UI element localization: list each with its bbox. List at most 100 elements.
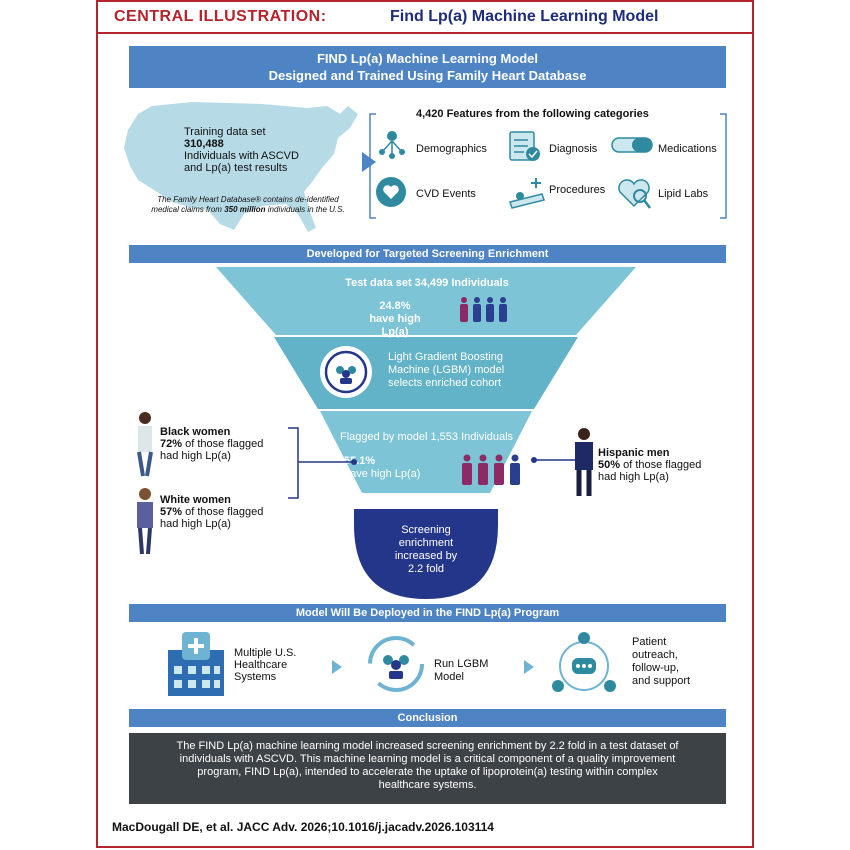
- illustration-frame: CENTRAL ILLUSTRATION: Find Lp(a) Machine…: [96, 0, 754, 848]
- test-set-pct: 24.8%: [379, 300, 411, 312]
- lgbm-line2: Machine (LGBM) model: [388, 364, 505, 376]
- black-women-callout: Black women 72% of those flagged had hig…: [160, 426, 263, 462]
- deploy-step1-line2: Healthcare: [234, 659, 288, 671]
- us-map-icon: [124, 102, 358, 232]
- enrichment-line3: increased by: [394, 550, 458, 562]
- test-set-pct-label: have high Lp(a): [369, 313, 421, 338]
- title-divider: [98, 32, 752, 34]
- black-women-line1: 72% of those flagged: [160, 438, 263, 450]
- database-note-bold: 350 million: [224, 205, 266, 214]
- enrichment-line1: Screening: [401, 524, 451, 536]
- chevron-right-icon: [332, 660, 342, 674]
- category-medications: Medications: [658, 143, 717, 155]
- lgbm-model-icon: [320, 346, 372, 398]
- lgbm-model-text: Light Gradient Boosting Machine (LGBM) m…: [388, 351, 504, 390]
- hispanic-men-callout: Hispanic men 50% of those flagged had hi…: [598, 447, 701, 483]
- white-women-title: White women: [160, 494, 231, 506]
- category-diagnosis: Diagnosis: [549, 143, 598, 155]
- central-illustration-title: Find Lp(a) Machine Learning Model: [390, 8, 659, 25]
- category-lipid-labs: Lipid Labs: [658, 188, 709, 200]
- right-connector: [531, 457, 576, 463]
- category-procedures: Procedures: [549, 184, 606, 196]
- black-women-pct: 72%: [160, 438, 183, 450]
- database-note-line2: medical claims from 350 million individu…: [128, 205, 368, 215]
- conclusion-line2: individuals with ASCVD. This machine lea…: [179, 753, 676, 765]
- deploy-step2-line1: Run LGBM: [434, 658, 489, 670]
- white-women-line2: had high Lp(a): [160, 518, 231, 530]
- us-map-shape: [124, 102, 358, 232]
- conclusion-banner: Conclusion: [129, 709, 726, 727]
- citation: MacDougall DE, et al. JACC Adv. 2026;10.…: [112, 820, 494, 834]
- procedures-icon: [509, 178, 545, 209]
- top-banner-line2: Designed and Trained Using Family Heart …: [268, 68, 587, 83]
- black-woman-figure: [137, 412, 153, 477]
- diagnosis-icon: [509, 131, 540, 161]
- deploy-step1-line1: Multiple U.S.: [234, 647, 297, 659]
- conclusion-line1: The FIND Lp(a) machine learning model in…: [176, 740, 679, 752]
- hispanic-men-rest1: of those flagged: [620, 459, 702, 471]
- deploy-step3: Patient outreach, follow-up, and support: [632, 636, 690, 688]
- white-woman-figure: [137, 488, 153, 555]
- database-note-post: individuals in the U.S.: [265, 205, 345, 214]
- white-women-callout: White women 57% of those flagged had hig…: [160, 494, 263, 530]
- hispanic-men-title: Hispanic men: [598, 447, 670, 459]
- black-women-line2: had high Lp(a): [160, 450, 231, 462]
- central-illustration-label: CENTRAL ILLUSTRATION:: [114, 8, 327, 25]
- white-women-pct: 57%: [160, 506, 183, 518]
- chevron-right-icon: [524, 660, 534, 674]
- white-women-line1: 57% of those flagged: [160, 506, 263, 518]
- lgbm-line3: selects enriched cohort: [388, 377, 502, 389]
- lipid-labs-icon: [618, 179, 651, 209]
- people-group-icon: [460, 297, 507, 322]
- demographics-icon: [379, 131, 405, 159]
- training-count: 310,488: [184, 138, 224, 150]
- patient-outreach-icon: [552, 632, 616, 692]
- enrichment-text: Screening enrichment increased by 2.2 fo…: [366, 524, 486, 576]
- hispanic-men-pct: 50%: [598, 459, 621, 471]
- database-note: The Family Heart Database® contains de-i…: [128, 195, 368, 215]
- deploy-step2: Run LGBM Model: [434, 658, 488, 684]
- flagged-label: Flagged by model 1,553 Individuals: [340, 431, 513, 444]
- funnel-test-set-band: [216, 267, 636, 335]
- conclusion-line4: healthcare systems.: [378, 779, 477, 791]
- hispanic-man-figure: [575, 428, 593, 496]
- white-women-rest1: of those flagged: [182, 506, 264, 518]
- hispanic-men-line1: 50% of those flagged: [598, 459, 701, 471]
- test-set-label: Test data set 34,499 Individuals: [345, 277, 509, 289]
- flagged-pct-label: have high Lp(a): [344, 468, 421, 480]
- flagged-text: Flagged by model 1,553 Individuals: [340, 431, 514, 443]
- deploy-banner: Model Will Be Deployed in the FIND Lp(a)…: [129, 604, 726, 622]
- title-bar: CENTRAL ILLUSTRATION: Find Lp(a) Machine…: [98, 2, 752, 34]
- hospital-icon: [168, 632, 224, 696]
- screening-banner: Developed for Targeted Screening Enrichm…: [129, 245, 726, 263]
- deploy-step1-line3: Systems: [234, 671, 277, 683]
- top-banner: FIND Lp(a) Machine Learning Model Design…: [129, 46, 726, 88]
- deploy-step1: Multiple U.S. Healthcare Systems: [234, 647, 296, 683]
- flagged-people-icon: [462, 454, 520, 485]
- black-women-title: Black women: [160, 426, 231, 438]
- deploy-step3-line4: and support: [632, 675, 691, 687]
- training-line4: and Lp(a) test results: [184, 162, 288, 174]
- deploy-step3-line2: outreach,: [632, 649, 678, 661]
- category-cvd-events: CVD Events: [416, 188, 476, 200]
- training-line1: Training data set: [184, 126, 266, 138]
- top-banner-line1: FIND Lp(a) Machine Learning Model: [316, 51, 538, 66]
- database-note-line1: The Family Heart Database® contains de-i…: [157, 195, 339, 204]
- enrichment-line4: 2.2 fold: [407, 563, 445, 575]
- features-heading: 4,420 Features from the following catego…: [416, 108, 649, 120]
- deploy-step2-line2: Model: [434, 671, 464, 683]
- enrichment-line2: enrichment: [398, 537, 454, 549]
- chevron-right-icon: [362, 152, 376, 172]
- lgbm-line1: Light Gradient Boosting: [388, 351, 503, 363]
- black-women-rest1: of those flagged: [182, 438, 264, 450]
- funnel-enrichment-band: [354, 509, 498, 599]
- training-line3: Individuals with ASCVD: [184, 150, 299, 162]
- medications-icon: [611, 137, 653, 153]
- run-model-icon: [368, 636, 424, 692]
- training-info: Training data set 310,488 Individuals wi…: [184, 126, 299, 174]
- deploy-step3-line3: follow-up,: [632, 662, 680, 674]
- category-demographics: Demographics: [416, 143, 487, 155]
- features-bracket: [369, 113, 727, 219]
- left-connector: [288, 427, 357, 499]
- hispanic-men-line2: had high Lp(a): [598, 471, 669, 483]
